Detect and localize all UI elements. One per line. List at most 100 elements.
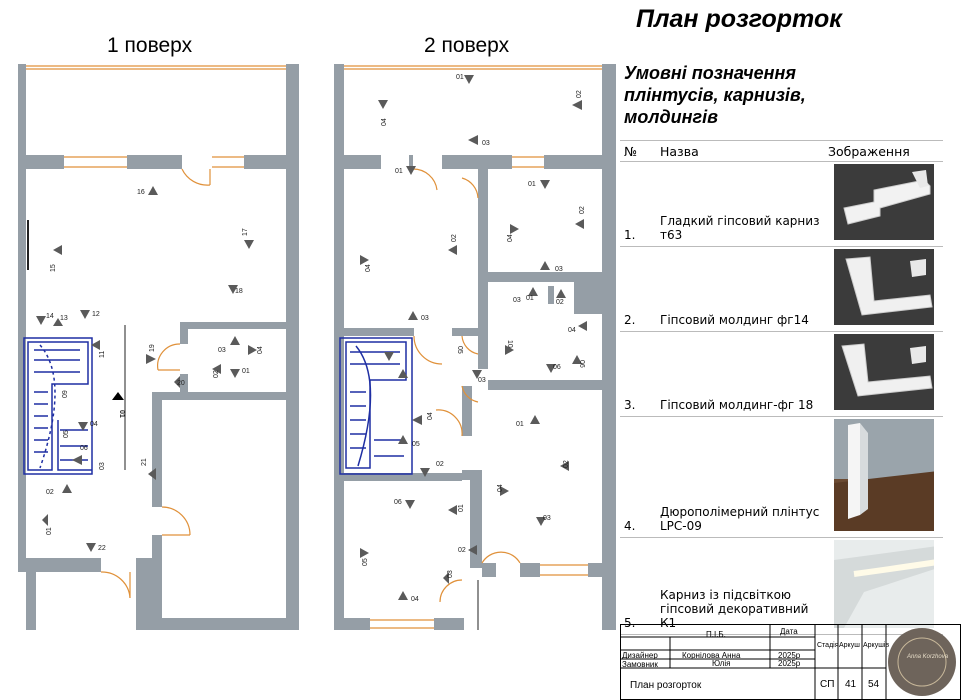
legend-title-line: Умовні позначення (624, 63, 797, 83)
staircase-1 (23, 337, 93, 475)
marker-label: 20 (177, 380, 185, 387)
legend-header-image: Зображення (824, 140, 943, 162)
cornice-t63-image (833, 164, 934, 240)
legend-num: 4. (620, 416, 656, 538)
marker-label: 02 (579, 206, 586, 214)
stamp-stage: СП (820, 679, 835, 690)
marker-label: 05 (362, 558, 369, 566)
molding-fg18-image (833, 334, 934, 410)
legend-title-line: молдингів (624, 107, 718, 127)
marker-label: 03 (555, 266, 563, 273)
legend-name: Карниз із підсвіткою гіпсовий декоративн… (656, 537, 824, 635)
stamp-stage-header: Стадія (817, 642, 839, 649)
stamp-sheet: 41 (845, 679, 857, 690)
legend-num: 2. (620, 246, 656, 332)
legend-image (824, 246, 943, 332)
marker-label: 01 (46, 527, 53, 535)
page-title: План розгорток (636, 5, 842, 33)
stamp-date-header: Дата (780, 627, 798, 636)
staircase-2 (339, 337, 413, 475)
stamp-seal-text: Anna Korzhova (907, 654, 949, 660)
wall (602, 64, 616, 630)
legend-num: 3. (620, 331, 656, 417)
floor-plans: 16 15 17 18 14 13 12 11 19 20 03 04 02 0… (18, 64, 616, 630)
plan-1-markers (36, 186, 257, 552)
legend-header-row: № Назва Зображення (620, 140, 943, 162)
marker-label: 01 (456, 74, 464, 81)
legend-name: Гладкий гіпсовий карниз т63 (656, 161, 824, 247)
marker-label: 03 (218, 347, 226, 354)
marker-label: 02 (436, 461, 444, 468)
stamp-sheets: 54 (868, 679, 880, 690)
legend-title-line: плінтусів, карнизів, (624, 85, 806, 105)
stamp-client-date: 2025р (778, 659, 801, 668)
marker-label: 18 (235, 288, 243, 295)
marker-label: 01 (526, 295, 534, 302)
stamp-designer-name: Корнілова Анна (682, 651, 741, 660)
marker-label: 05 (456, 346, 463, 354)
marker-label: 01 (528, 181, 536, 188)
stamp-client-label: Замовник (622, 660, 658, 669)
legend-name: Дюрополімерний плінтус LPC-09 (656, 416, 824, 538)
marker-label: 03 (421, 315, 429, 322)
marker-label: 03 (99, 462, 106, 470)
marker-label: 03 (513, 297, 521, 304)
marker-label: 02 (46, 489, 54, 496)
stamp-pib: П.І.Б. (706, 630, 726, 639)
plan-2-markers (360, 75, 587, 600)
stamp-designer-label: Дизайнер (622, 651, 658, 660)
lit-cornice-k1-image (833, 540, 934, 628)
marker-label: 03 (482, 140, 490, 147)
marker-label: 06 (80, 445, 88, 452)
marker-label: 19 (149, 344, 156, 352)
molding-fg14-image (833, 249, 934, 325)
legend-image (824, 161, 943, 247)
marker-label: 05 (63, 430, 70, 438)
legend-row: 4. Дюрополімерний плінтус LPC-09 (620, 416, 943, 538)
floor-2-title: 2 поверх (424, 34, 510, 57)
marker-label: 12 (92, 311, 100, 318)
legend-image (824, 537, 943, 635)
legend-row: 2. Гіпсовий молдинг фг14 (620, 246, 943, 332)
marker-label: 06 (553, 364, 561, 371)
marker-label: 01 (242, 368, 250, 375)
marker-label: 04 (507, 234, 514, 242)
legend-name: Гіпсовий молдинг-фг 18 (656, 331, 824, 417)
marker-label: 02 (451, 234, 458, 242)
marker-label: 03 (447, 570, 454, 578)
legend-num: 5. (620, 537, 656, 635)
plan-2-labels: 01 02 04 03 01 01 02 04 03 02 04 03 01 0… (362, 74, 586, 603)
marker-label: 03 (478, 377, 486, 384)
marker-label: 03 (543, 515, 551, 522)
marker-label: 04 (497, 484, 504, 492)
marker-label: 04 (411, 596, 419, 603)
marker-label: 22 (98, 545, 106, 552)
wall (18, 64, 26, 572)
legend-image (824, 416, 943, 538)
marker-label: 15 (50, 264, 57, 272)
legend-num: 1. (620, 161, 656, 247)
marker-label: 04 (90, 421, 98, 428)
stamp-sheet-header: Аркуш (839, 642, 860, 649)
marker-label: 06 (578, 360, 585, 368)
marker-label: 02 (563, 460, 570, 468)
marker-label: 04 (365, 264, 372, 272)
marker-label: 04 (381, 118, 388, 126)
marker-label: 05 (412, 441, 420, 448)
legend-image (824, 331, 943, 417)
marker-label: 01 (516, 421, 524, 428)
wall (286, 64, 299, 630)
marker-label: 02 (458, 547, 466, 554)
marker-label: 11 (99, 351, 106, 358)
marker-label: 04 (427, 412, 434, 420)
title-block: П.І.Б. Дата Дизайнер Корнілова Анна 2025… (620, 624, 961, 700)
marker-label: 17 (242, 228, 249, 236)
floor-1-title: 1 поверх (107, 34, 193, 57)
marker-label: 09 (62, 390, 69, 398)
stamp-sheets-header: Аркушів (863, 642, 890, 649)
legend-name: Гіпсовий молдинг фг14 (656, 246, 824, 332)
marker-label: 02 (576, 90, 583, 98)
legend-row: 5. Карниз із підсвіткою гіпсовий декорат… (620, 537, 943, 635)
marker-label: 02 (213, 370, 220, 378)
legend-header-name: Назва (656, 140, 824, 162)
